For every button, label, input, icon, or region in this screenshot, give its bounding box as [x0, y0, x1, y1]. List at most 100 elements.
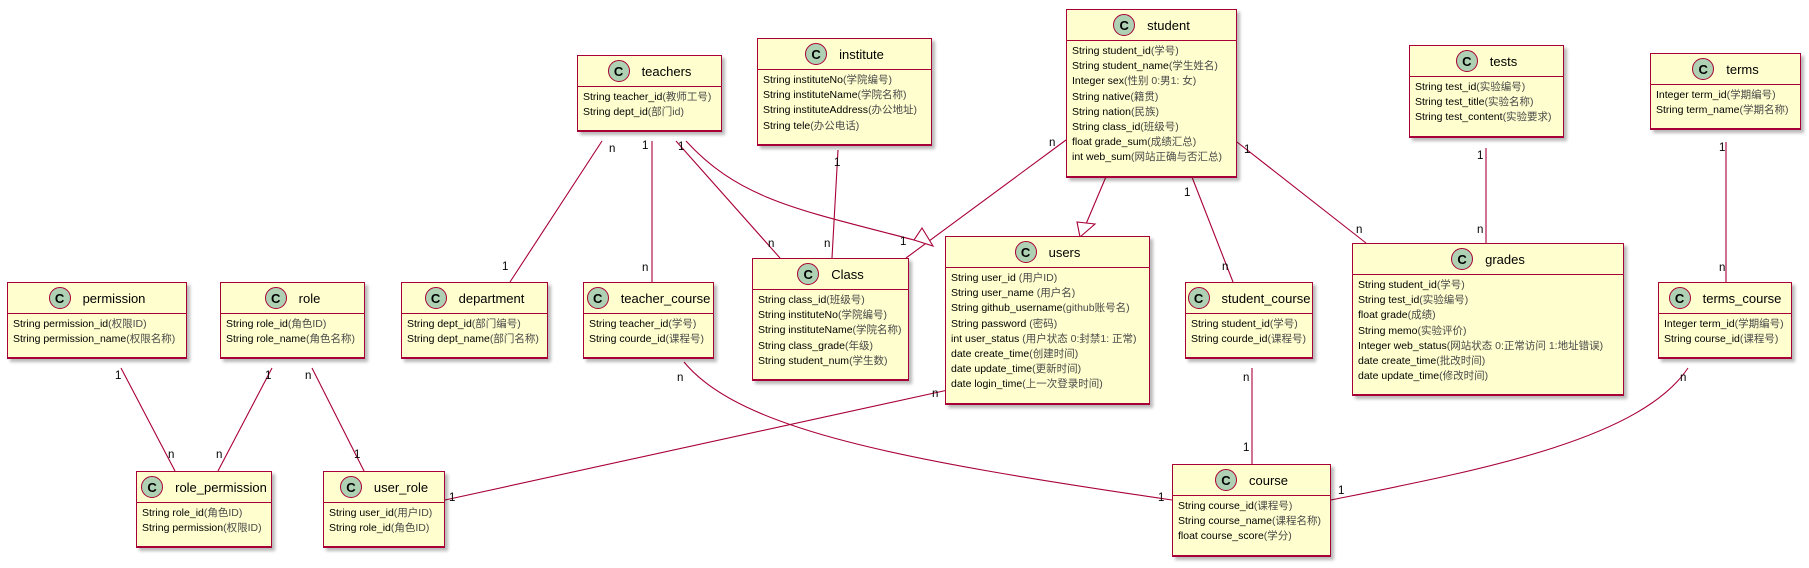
- attribute-row: String role_id(角色ID): [329, 521, 439, 536]
- method-compartment: [578, 124, 721, 132]
- attribute-comment: (学期编号): [1734, 318, 1784, 330]
- mult-label: 1: [834, 157, 841, 169]
- class-badge-icon: C: [1014, 241, 1037, 263]
- method-compartment: [1186, 351, 1312, 359]
- attribute-type-name: String test_id: [1358, 294, 1420, 307]
- attribute-comment: (办公地址): [868, 104, 918, 117]
- attribute-comment: (学号): [1436, 279, 1465, 291]
- attribute-type-name: Integer web_status: [1358, 339, 1447, 352]
- attribute-row: String permission_id(权限ID): [13, 317, 181, 332]
- method-compartment: [324, 540, 444, 548]
- class-name: student_course: [1221, 290, 1311, 306]
- attribute-comment: (课程号): [665, 333, 704, 346]
- mult-label: 1: [1184, 187, 1191, 199]
- users-user-role-line: [444, 389, 949, 501]
- attribute-comment: (角色ID): [203, 507, 243, 519]
- attribute-comment: (班级号): [826, 294, 865, 306]
- attribute-type-name: String courde_id: [1191, 333, 1268, 346]
- attribute-comment: (学院名称): [852, 324, 902, 337]
- attribute-comment: (性别 0:男1: 女): [1123, 75, 1197, 88]
- attribute-row: String courde_id(课程号): [589, 332, 708, 347]
- attribute-row: String student_id(学号): [1191, 317, 1307, 332]
- attribute-type-name: String teacher_id: [583, 91, 663, 103]
- attribute-comment: (办公电话): [810, 119, 860, 132]
- attribute-comment: (网站正确与否汇总): [1130, 151, 1222, 164]
- attribute-comment: (批改时间): [1436, 355, 1486, 368]
- attribute-row: String courde_id(课程号): [1191, 332, 1307, 347]
- student-grades-line: [1236, 141, 1367, 244]
- mult-label: n: [168, 449, 175, 461]
- attribute-row: String permission_name(权限名称): [13, 332, 181, 347]
- attribute-comment: (用户名): [1036, 287, 1076, 300]
- mult-label: n: [824, 238, 831, 250]
- teachers-users-inheritance-line: [685, 140, 915, 241]
- attribute-row: String test_id(实验编号): [1415, 80, 1558, 95]
- attribute-row: date create_time(批改时间): [1358, 354, 1618, 369]
- attribute-comment: (网站状态 0:正常访问 1:地址错误): [1446, 339, 1604, 352]
- attribute-type-name: String student_name: [1072, 60, 1169, 73]
- attribute-comment: (籍贯): [1130, 90, 1159, 103]
- class-badge-icon: C: [1668, 287, 1691, 309]
- attribute-row: String memo(实验评价): [1358, 324, 1618, 339]
- attribute-comment: (实验要求): [1502, 111, 1552, 124]
- attribute-type-name: String native: [1072, 90, 1131, 103]
- attribute-type-name: String github_username: [951, 302, 1063, 315]
- class-name: user_role: [373, 479, 429, 495]
- class-name: role: [298, 290, 321, 306]
- attribute-comment: (班级号): [1140, 121, 1179, 134]
- mult-label: 1: [1158, 492, 1165, 504]
- attribute-row: Integer sex(性别 0:男1: 女): [1072, 74, 1231, 89]
- mult-label: n: [768, 238, 775, 250]
- attribute-row: int web_sum(网站正确与否汇总): [1072, 150, 1231, 165]
- attribute-row: String class_grade(年级): [758, 339, 903, 354]
- attribute-comment: (成绩汇总): [1147, 136, 1197, 149]
- mult-label: n: [1356, 224, 1363, 236]
- attribute-comment: (学院编号): [837, 309, 887, 322]
- attribute-type-name: String course_id: [1664, 333, 1740, 346]
- attribute-list: String teacher_id(教师工号)String dept_id(部门…: [578, 87, 721, 124]
- attribute-row: date update_time(修改时间): [1358, 369, 1618, 384]
- class-badge-icon: C: [141, 476, 164, 498]
- attribute-row: String student_id(学号): [1072, 44, 1231, 59]
- users-inheritance-arrowhead: [913, 226, 935, 247]
- attribute-list: String test_id(实验编号)String test_title(实验…: [1410, 77, 1563, 130]
- attribute-list: String permission_id(权限ID)String permiss…: [8, 314, 186, 351]
- mult-label: n: [932, 388, 939, 400]
- attribute-type-name: String class_id: [1072, 121, 1141, 134]
- attribute-comment: (用户ID): [1018, 272, 1058, 284]
- attribute-type-name: String instituteName: [758, 324, 853, 337]
- attribute-row: String instituteName(学院名称): [763, 88, 926, 103]
- attribute-comment: (成绩): [1407, 309, 1436, 322]
- attribute-type-name: String permission_name: [13, 333, 127, 346]
- attribute-type-name: String permission_id: [13, 318, 109, 330]
- attribute-comment: (部门编号): [471, 318, 521, 330]
- attribute-type-name: String user_id: [329, 507, 394, 519]
- class-name: permission: [82, 290, 146, 306]
- class-name: institute: [839, 46, 884, 62]
- attribute-comment: (用户状态 0:封禁1: 正常): [1022, 332, 1137, 345]
- attribute-row: Integer term_id(学期编号): [1664, 317, 1786, 332]
- mult-label: 1: [642, 140, 649, 152]
- attribute-type-name: String test_content: [1415, 111, 1503, 124]
- attribute-list: String student_id(学号)String test_id(实验编号…: [1353, 275, 1623, 388]
- method-compartment: [402, 351, 547, 359]
- attribute-row: String student_num(学生数): [758, 354, 903, 369]
- attribute-row: String teacher_id(学号): [589, 317, 708, 332]
- attribute-type-name: String permission: [142, 522, 224, 535]
- class-badge-icon: C: [48, 287, 71, 309]
- attribute-type-name: date login_time: [951, 378, 1023, 391]
- attribute-type-name: String role_id: [226, 318, 288, 330]
- attribute-list: Integer term_id(学期编号)String term_name(学期…: [1651, 85, 1800, 122]
- attribute-list: String user_id(用户ID)String role_id(角色ID): [324, 503, 444, 540]
- mult-label: 1: [354, 449, 361, 461]
- attribute-comment: (权限名称): [126, 333, 176, 346]
